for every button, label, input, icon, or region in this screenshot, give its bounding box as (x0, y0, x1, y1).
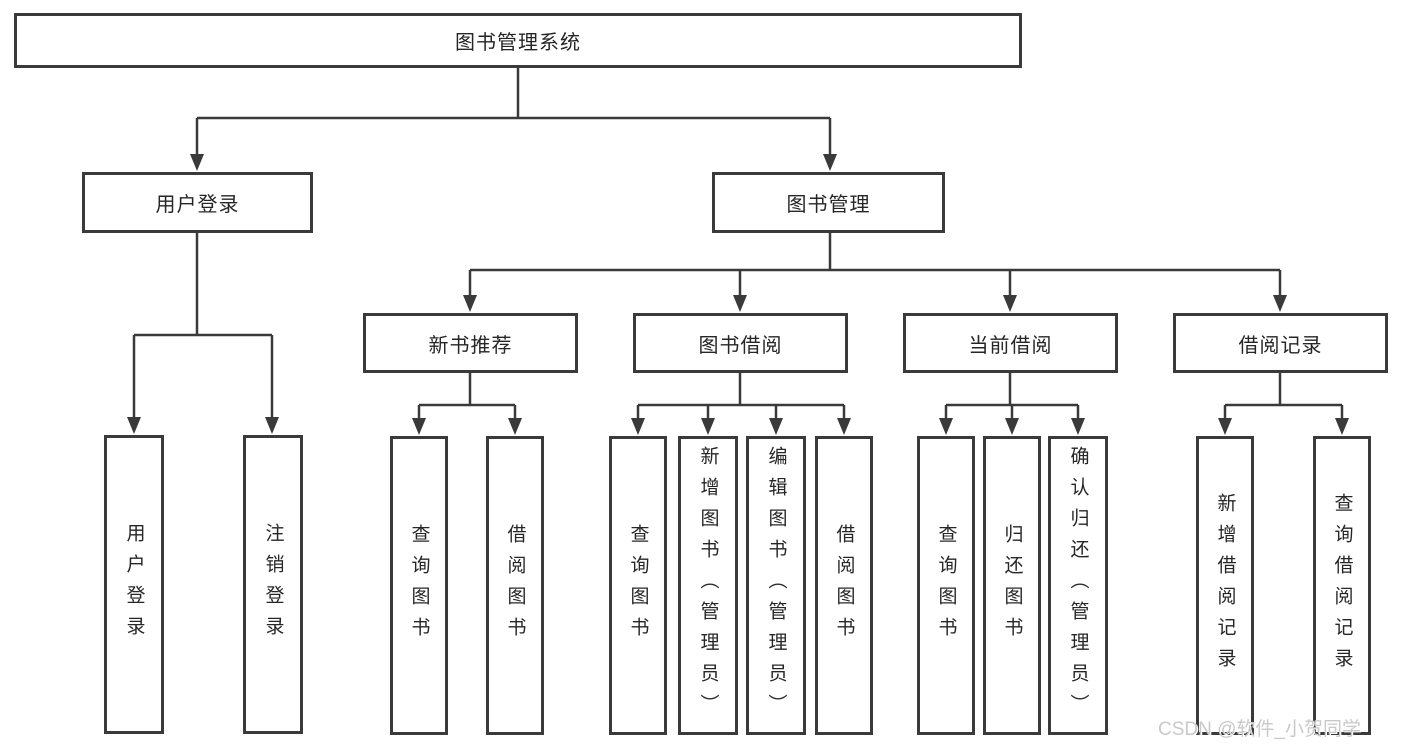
node-label: 查询图书 (627, 523, 649, 648)
leaf-user-login: 用户登录 (104, 435, 164, 734)
leaf-bb-borrow-books: 借阅图书 (815, 436, 873, 735)
node-label: 用户登录 (123, 522, 145, 647)
leaf-cb-query-books: 查询图书 (917, 436, 975, 735)
node-label: 借阅图书 (504, 523, 526, 648)
leaf-bb-query-books: 查询图书 (609, 436, 667, 735)
node-label: 新增借阅记录 (1214, 492, 1236, 679)
node-user-login: 用户登录 (82, 172, 313, 233)
leaf-nb-borrow-books: 借阅图书 (486, 436, 544, 735)
node-label: 图书借阅 (698, 334, 783, 357)
node-label: 编辑图书（管理员） (765, 446, 787, 725)
node-label: 借阅记录 (1238, 334, 1323, 357)
leaf-nb-query-books: 查询图书 (390, 436, 448, 735)
node-new-book-recommend: 新书推荐 (363, 313, 578, 373)
node-label: 新书推荐 (428, 334, 513, 357)
leaf-bb-add-books-admin: 新增图书（管理员） (678, 436, 738, 735)
node-current-borrowing: 当前借阅 (903, 313, 1118, 373)
leaf-br-add-record: 新增借阅记录 (1196, 436, 1254, 735)
node-label: 图书管理 (786, 194, 871, 216)
node-label: 图书管理系统 (455, 32, 581, 54)
node-label: 确认归还（管理员） (1067, 446, 1089, 725)
leaf-bb-edit-books-admin: 编辑图书（管理员） (746, 436, 806, 735)
node-label: 注销登录 (262, 522, 284, 647)
leaf-logout: 注销登录 (243, 435, 303, 734)
csdn-watermark: CSDN @软件_小贺同学 (1158, 719, 1361, 740)
leaf-cb-confirm-return-admin: 确认归还（管理员） (1048, 436, 1108, 735)
node-label: 归还图书 (1001, 523, 1023, 648)
node-root: 图书管理系统 (14, 13, 1022, 68)
node-borrowing-records: 借阅记录 (1173, 313, 1388, 373)
node-label: 新增图书（管理员） (697, 446, 719, 725)
node-label: 当前借阅 (968, 334, 1053, 357)
node-label: 查询图书 (408, 523, 430, 648)
node-label: 查询图书 (935, 523, 957, 648)
leaf-cb-return-books: 归还图书 (983, 436, 1041, 735)
node-label: 查询借阅记录 (1331, 492, 1353, 679)
leaf-br-query-record: 查询借阅记录 (1313, 436, 1371, 735)
node-label: 用户登录 (155, 194, 240, 216)
node-book-management: 图书管理 (712, 172, 945, 233)
node-book-borrowing: 图书借阅 (633, 313, 848, 373)
node-label: 借阅图书 (833, 523, 855, 648)
